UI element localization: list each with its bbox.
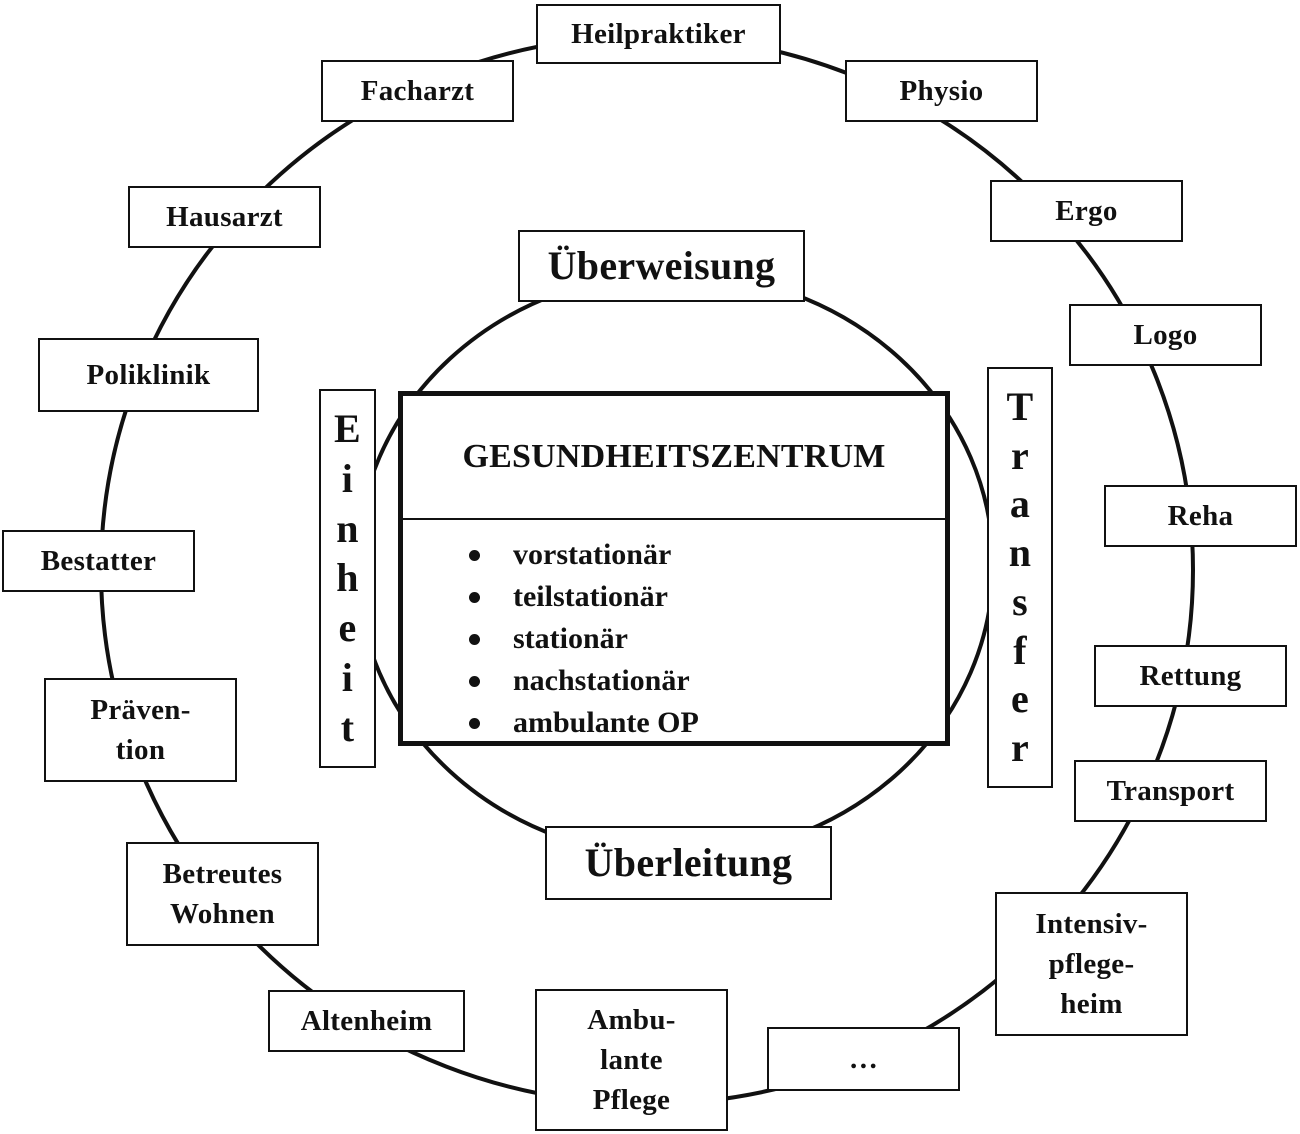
praevention-box: Präven- tion <box>44 678 237 782</box>
betreutes-wohnen-line-2: Wohnen <box>170 898 275 930</box>
heilpraktiker-label: Heilpraktiker <box>571 18 746 50</box>
betreutes-wohnen-box: Betreutes Wohnen <box>126 842 319 946</box>
ueberleitung-box: Überleitung <box>545 826 832 900</box>
hausarzt-label: Hausarzt <box>166 201 283 233</box>
physio-box: Physio <box>845 60 1038 122</box>
einheit-box: E i n h e i t <box>319 389 376 768</box>
ergo-box: Ergo <box>990 180 1183 242</box>
transfer-box: T r a n s f e r <box>987 367 1053 788</box>
transfer-letter: r <box>1010 432 1030 478</box>
praevention-line-2: tion <box>115 734 166 766</box>
transfer-letter: f <box>1013 627 1027 673</box>
einheit-letter: h <box>336 555 359 601</box>
care-type-item: nachstationär <box>463 660 945 702</box>
intensivpflegeheim-line-1: Intensiv- <box>1035 908 1148 940</box>
transport-label: Transport <box>1106 775 1235 807</box>
bestatter-label: Bestatter <box>40 545 157 577</box>
altenheim-label: Altenheim <box>300 1005 433 1037</box>
ueberleitung-label: Überleitung <box>584 840 793 885</box>
betreutes-wohnen-line-1: Betreutes <box>162 858 283 890</box>
transfer-letter: e <box>1010 676 1030 722</box>
ueberweisung-label: Überweisung <box>547 243 776 288</box>
bestatter-box: Bestatter <box>2 530 195 592</box>
einheit-letter: e <box>338 605 357 651</box>
ambulante-pflege-line-1: Ambu- <box>587 1004 676 1036</box>
ueberweisung-box: Überweisung <box>518 230 805 302</box>
einheit-letter: t <box>340 704 355 750</box>
reha-box: Reha <box>1104 485 1297 547</box>
gesundheitszentrum-title: GESUNDHEITSZENTRUM <box>403 396 945 520</box>
care-type-item: vorstationär <box>463 534 945 576</box>
transfer-letter: n <box>1008 530 1032 576</box>
praevention-line-1: Präven- <box>90 694 191 726</box>
rettung-box: Rettung <box>1094 645 1287 707</box>
facharzt-box: Facharzt <box>321 60 514 122</box>
intensivpflegeheim-box: Intensiv- pflege- heim <box>995 892 1188 1036</box>
gesundheitszentrum-box: GESUNDHEITSZENTRUM vorstationär teilstat… <box>398 391 950 746</box>
poliklinik-label: Poliklinik <box>86 359 211 391</box>
heilpraktiker-box: Heilpraktiker <box>536 4 781 64</box>
einheit-letter: i <box>341 455 354 501</box>
facharzt-label: Facharzt <box>360 75 475 107</box>
einheit-letter: n <box>336 505 359 551</box>
ambulante-pflege-line-2: lante <box>600 1044 663 1076</box>
ambulante-pflege-box: Ambu- lante Pflege <box>535 989 728 1131</box>
logo-box: Logo <box>1069 304 1262 366</box>
care-type-item: teilstationär <box>463 576 945 618</box>
physio-label: Physio <box>899 75 984 107</box>
transfer-letter: s <box>1012 578 1028 624</box>
rettung-label: Rettung <box>1139 660 1242 692</box>
intensivpflegeheim-line-3: heim <box>1060 988 1123 1020</box>
ellipsis-label: … <box>848 1043 879 1075</box>
care-type-list: vorstationär teilstationär stationär nac… <box>403 520 945 744</box>
reha-label: Reha <box>1167 500 1234 532</box>
logo-label: Logo <box>1133 319 1198 351</box>
einheit-letter: E <box>334 406 361 451</box>
altenheim-box: Altenheim <box>268 990 465 1052</box>
transport-box: Transport <box>1074 760 1267 822</box>
transfer-letter: r <box>1010 724 1030 770</box>
hausarzt-box: Hausarzt <box>128 186 321 248</box>
einheit-letter: i <box>341 655 354 701</box>
intensivpflegeheim-line-2: pflege- <box>1048 948 1135 980</box>
ergo-label: Ergo <box>1055 195 1118 227</box>
ambulante-pflege-line-3: Pflege <box>592 1084 671 1116</box>
poliklinik-box: Poliklinik <box>38 338 259 412</box>
transfer-letter: a <box>1009 481 1031 527</box>
care-type-item: ambulante OP <box>463 702 945 744</box>
ellipsis-box: … <box>767 1027 960 1091</box>
care-type-item: stationär <box>463 618 945 660</box>
transfer-letter: T <box>1006 384 1034 429</box>
